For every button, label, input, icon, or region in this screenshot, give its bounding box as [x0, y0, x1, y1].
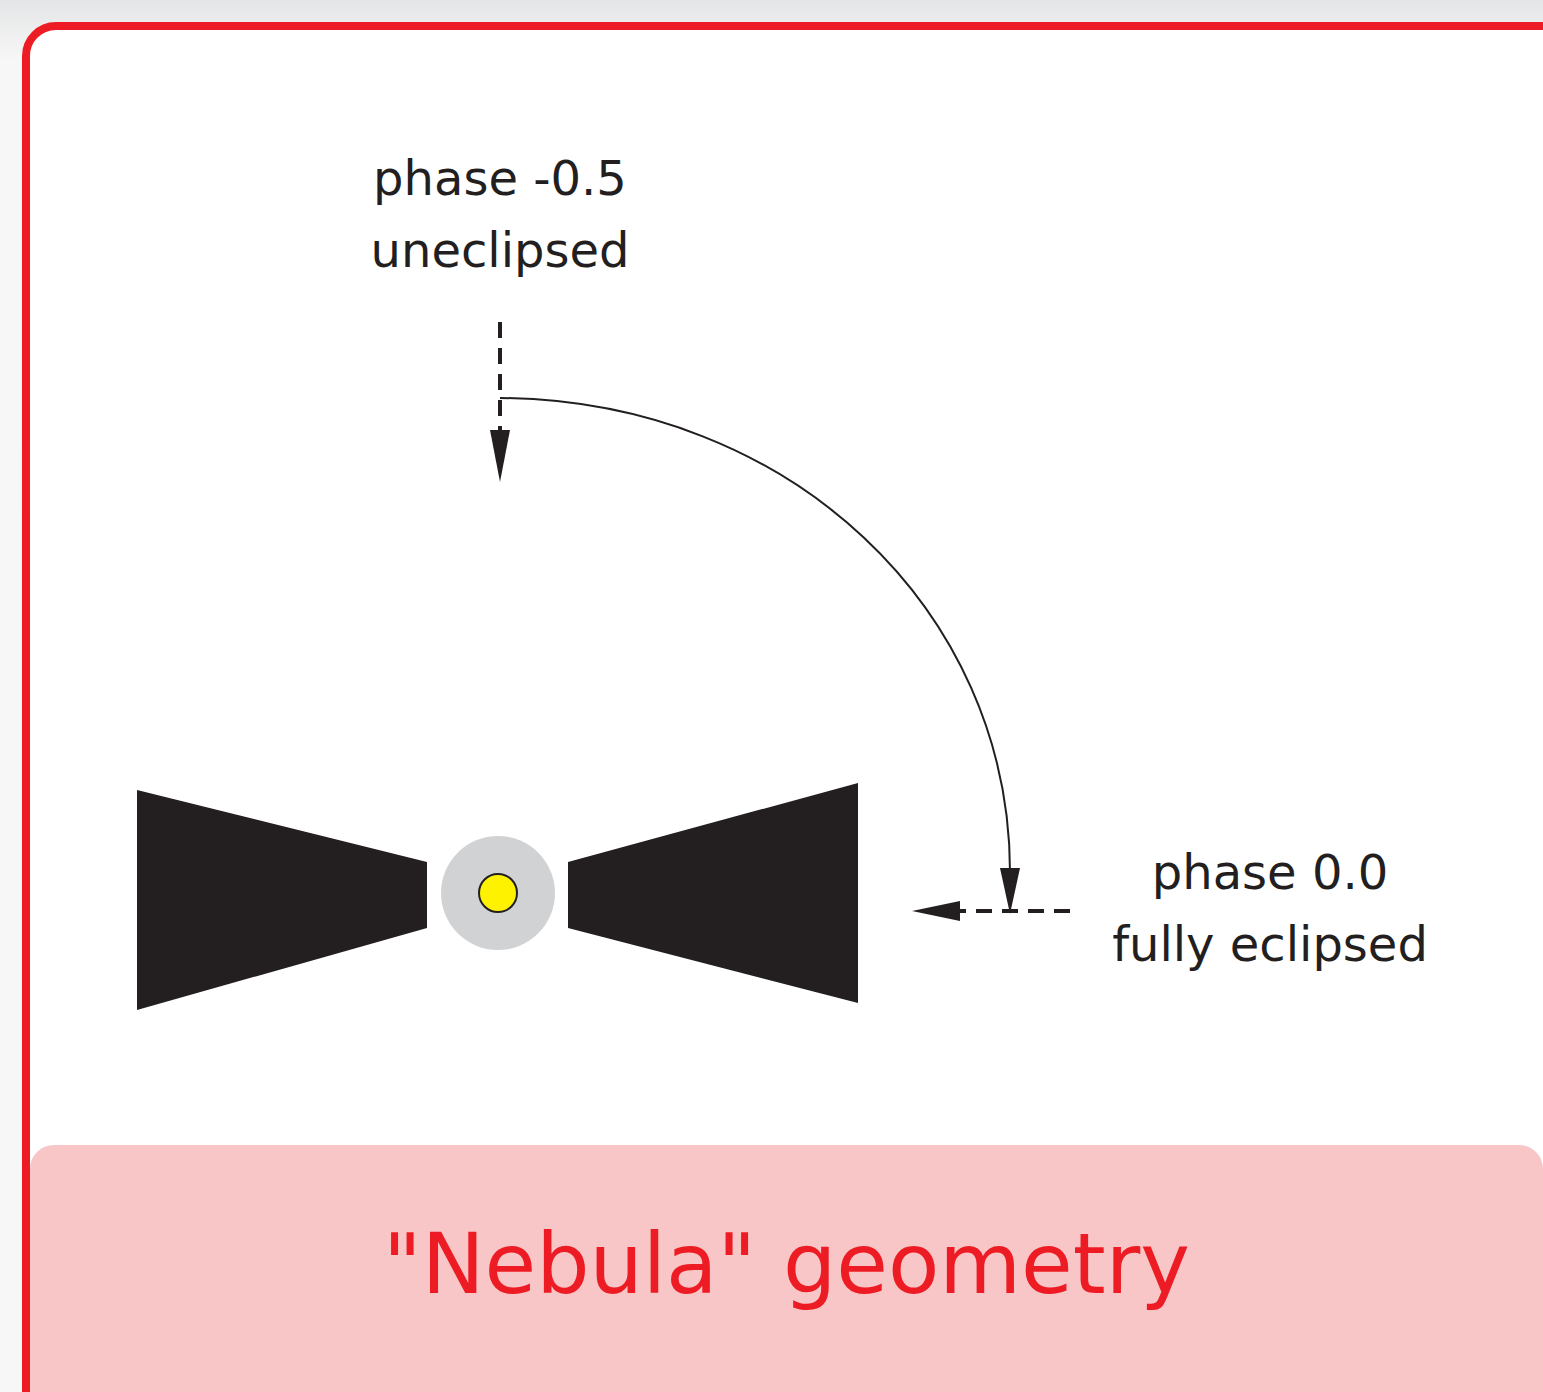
arrowhead	[1000, 868, 1020, 914]
label-holder: phase -0.5 uneclipsed	[335, 142, 665, 286]
nebula-core	[441, 836, 555, 950]
label-holder: phase 0.0 fully eclipsed	[1095, 836, 1445, 980]
central-star	[479, 874, 517, 912]
sightline-top	[498, 322, 502, 440]
arrowhead	[490, 430, 510, 482]
sightline-side	[955, 909, 1070, 913]
rotation-arc	[500, 398, 1010, 872]
caption: "Nebula" geometry	[30, 1215, 1543, 1313]
phase-label: phase 0.0 fully eclipsed	[1095, 836, 1445, 980]
torus-left	[137, 790, 427, 1010]
phase-label: phase -0.5 uneclipsed	[335, 142, 665, 286]
torus-right	[568, 783, 858, 1003]
frame	[26, 26, 1543, 1392]
caption-band: "Nebula" geometry	[30, 1145, 1543, 1392]
arrowhead	[912, 901, 960, 921]
